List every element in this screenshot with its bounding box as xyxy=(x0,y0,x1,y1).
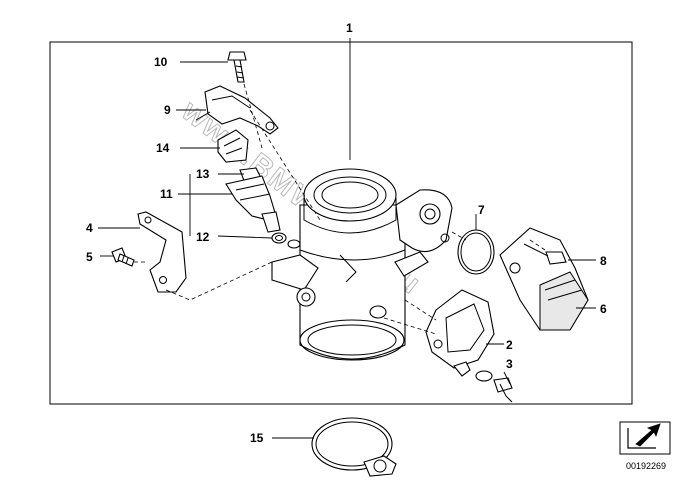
callout-7[interactable]: 7 xyxy=(478,203,485,217)
screw-washer-part-3[interactable] xyxy=(475,370,513,403)
reference-icon-box xyxy=(619,421,671,455)
o-ring-part-12[interactable] xyxy=(271,232,301,249)
clip-part-14[interactable] xyxy=(217,129,249,163)
callout-13[interactable]: 13 xyxy=(196,167,210,181)
arrow-icon xyxy=(635,423,661,447)
gasket-part-7[interactable] xyxy=(457,229,495,275)
screw-part-8[interactable] xyxy=(523,243,567,265)
callout-1[interactable]: 1 xyxy=(346,21,353,35)
callout-14[interactable]: 14 xyxy=(156,141,170,155)
screw-part-5[interactable] xyxy=(111,247,135,267)
callout-15[interactable]: 15 xyxy=(250,431,264,445)
callout-4[interactable]: 4 xyxy=(86,221,93,235)
throttle-sensor-part-2[interactable] xyxy=(425,289,495,377)
assembly-frame xyxy=(49,41,633,405)
callout-8[interactable]: 8 xyxy=(600,254,607,268)
idle-actuator-part-6[interactable] xyxy=(499,227,589,331)
bolt-part-10[interactable] xyxy=(227,51,247,83)
hose-clamp-part-15[interactable] xyxy=(311,417,397,477)
callout-11[interactable]: 11 xyxy=(160,187,173,201)
corner-bracket-icon xyxy=(627,428,656,449)
callout-9[interactable]: 9 xyxy=(164,103,171,117)
installation-dashed-lines xyxy=(134,83,549,335)
callout-10[interactable]: 10 xyxy=(154,55,168,69)
callout-2[interactable]: 2 xyxy=(506,338,513,352)
callout-labels: 1 2 3 4 5 6 7 8 9 10 11 12 13 14 15 xyxy=(86,21,607,445)
callout-12[interactable]: 12 xyxy=(196,230,210,244)
fuel-injector-part-11[interactable] xyxy=(225,167,281,233)
bracket-part-4[interactable] xyxy=(137,211,187,293)
injector-clamp-part-9[interactable] xyxy=(195,85,279,135)
callout-5[interactable]: 5 xyxy=(86,250,93,264)
callout-6[interactable]: 6 xyxy=(600,302,607,316)
callout-3[interactable]: 3 xyxy=(506,357,513,371)
document-number: 00192269 xyxy=(626,461,666,471)
leader-lines xyxy=(98,38,596,439)
throttle-body-part[interactable] xyxy=(271,168,453,361)
